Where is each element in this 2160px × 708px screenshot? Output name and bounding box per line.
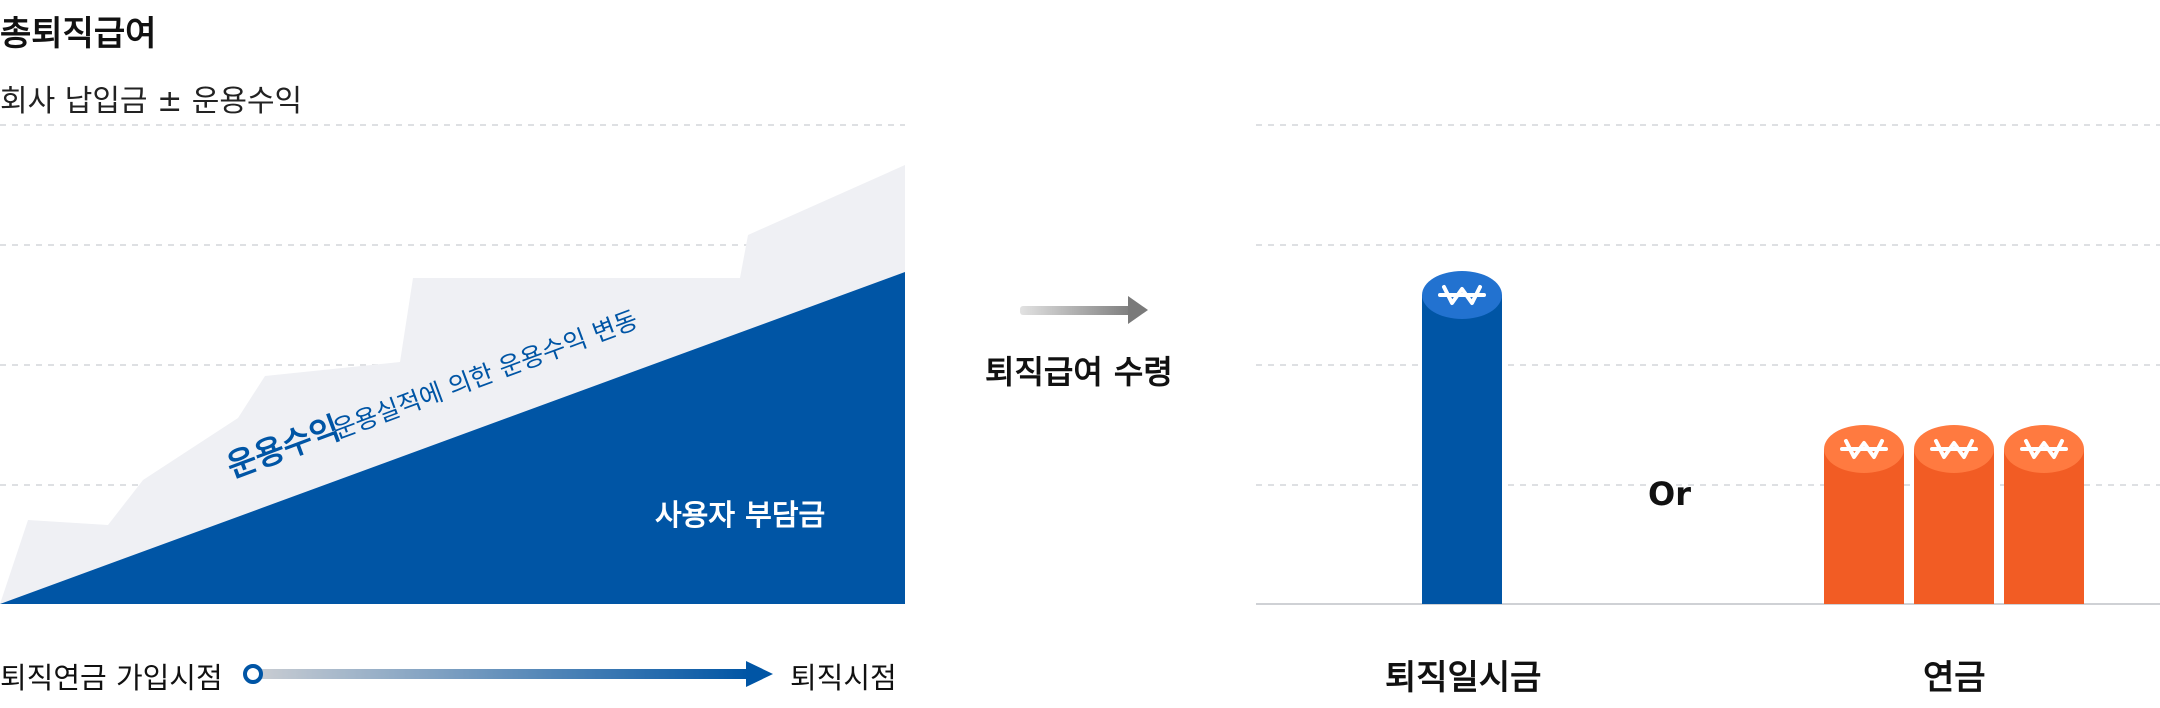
won-sign-icon bbox=[1840, 439, 1888, 459]
won-sign-icon bbox=[1930, 439, 1978, 459]
page-title: 총퇴직급여 bbox=[0, 14, 157, 54]
timeline-start-dot bbox=[243, 664, 263, 684]
annuity-cylinder-2 bbox=[1914, 425, 1994, 604]
annuity-cylinder-1 bbox=[1824, 425, 1904, 604]
annuity-cylinder-3 bbox=[2004, 425, 2084, 604]
center-receive-label: 퇴직급여 수령 bbox=[985, 353, 1173, 391]
center-arrow bbox=[1020, 296, 1148, 324]
or-label: Or bbox=[1648, 475, 1691, 513]
annuity-label: 연금 bbox=[1923, 658, 1986, 698]
won-sign-icon bbox=[2020, 439, 2068, 459]
timeline-end-label: 퇴직시점 bbox=[790, 661, 897, 695]
user-contribution-label: 사용자 부담금 bbox=[655, 498, 825, 532]
lump-sum-label: 퇴직일시금 bbox=[1385, 658, 1542, 698]
timeline-arrow bbox=[243, 661, 773, 687]
page-subtitle: 회사 납입금 ± 운용수익 bbox=[0, 84, 303, 119]
won-sign-icon bbox=[1438, 285, 1486, 305]
timeline-start-label: 퇴직연금 가입시점 bbox=[0, 661, 223, 695]
lump-sum-cylinder bbox=[1422, 271, 1502, 604]
user-contribution-area bbox=[0, 272, 905, 604]
